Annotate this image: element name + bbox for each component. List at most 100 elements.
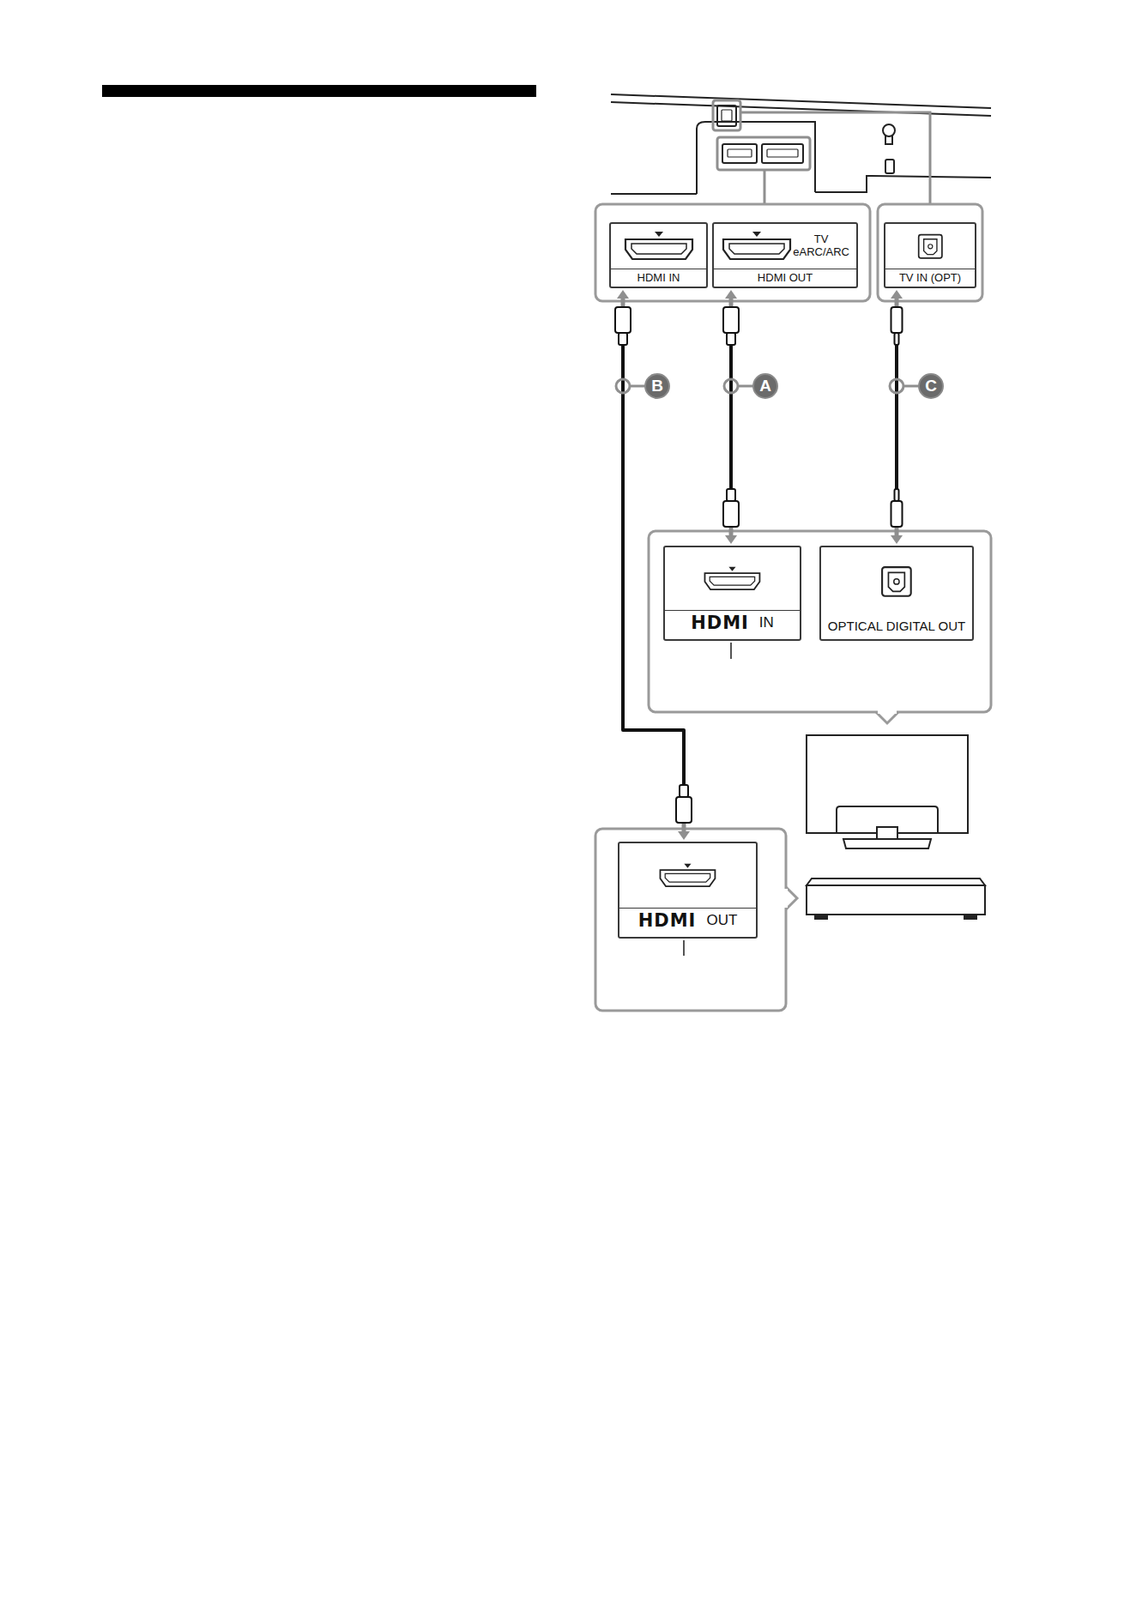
player-hdmi-out-port: HDMI OUT <box>617 841 758 939</box>
port-label: TV IN (OPT) <box>899 271 961 284</box>
cable-line <box>729 344 733 490</box>
hdmi-in-port: HDMI IN <box>609 222 708 289</box>
insert-arrow <box>621 297 626 308</box>
soundbar-highlight <box>713 100 931 205</box>
insert-arrow <box>894 297 900 308</box>
arrow-head <box>677 831 690 840</box>
plug-neck <box>894 489 900 502</box>
port-label: HDMI IN <box>637 271 681 284</box>
optical-in-port: TV IN (OPT) <box>883 222 977 289</box>
group-frames <box>595 204 991 1011</box>
plug-neck <box>726 489 736 502</box>
cable-letter: B <box>644 373 671 399</box>
port-label: IN <box>759 615 774 632</box>
cable-ring <box>889 379 904 393</box>
socket-area <box>664 547 800 611</box>
plug-head <box>723 307 739 333</box>
tv-hdmi-in-port: HDMI IN <box>663 545 802 641</box>
socket-area <box>885 223 975 269</box>
socket-inner <box>664 873 710 883</box>
socket-area <box>619 843 756 908</box>
plug-neck <box>894 332 900 345</box>
socket-outline <box>723 239 791 260</box>
group-frame <box>595 828 786 1011</box>
socket-mark <box>728 567 736 572</box>
socket-mark <box>683 864 691 869</box>
cable <box>889 290 919 544</box>
plug-head <box>615 307 631 333</box>
port-label: OPTICAL DIGITAL OUT <box>827 619 966 635</box>
label-row: HDMI OUT <box>713 268 857 287</box>
socket-outline <box>625 239 693 260</box>
port-caption: TV eARC/ARC <box>792 233 850 260</box>
optical-socket <box>880 565 913 599</box>
plug-head <box>891 307 903 333</box>
arrow-head <box>725 290 738 299</box>
hdmi-socket <box>622 230 695 262</box>
socket-inner <box>923 238 937 254</box>
socket-lens <box>894 579 900 585</box>
tv-drawing <box>806 735 968 849</box>
socket-outline <box>705 573 761 590</box>
socket-outline <box>918 234 942 258</box>
arrow-head <box>725 535 738 544</box>
plug-neck <box>679 785 689 798</box>
plug-neck <box>618 332 628 345</box>
callout-gap <box>877 710 897 714</box>
socket-area <box>821 547 973 617</box>
group-frame <box>877 204 983 302</box>
plug-head <box>891 501 903 527</box>
hdmi-out-port: TV eARC/ARC HDMI OUT <box>712 222 859 289</box>
tv-optical-out-port: OPTICAL DIGITAL OUT <box>819 545 974 641</box>
optical-socket <box>917 233 944 260</box>
socket-inner <box>729 243 785 254</box>
group-frame <box>648 531 991 713</box>
hdmi-socket <box>720 230 793 262</box>
heading-bar <box>102 84 537 97</box>
group-frame <box>595 204 871 302</box>
socket-outline <box>882 567 912 597</box>
hdmi-socket <box>702 566 762 593</box>
ring-link <box>903 385 919 388</box>
plug-head <box>676 797 692 823</box>
cable-letter: C <box>918 373 944 399</box>
callout-gap <box>784 888 788 908</box>
insert-arrow <box>682 822 687 833</box>
socket-area <box>610 223 707 269</box>
hdmi-logo: HDMI <box>690 613 750 634</box>
plug-neck <box>726 332 736 345</box>
socket-inner <box>631 243 687 254</box>
socket-area: TV eARC/ARC <box>713 223 857 269</box>
socket-mark <box>654 231 664 237</box>
cable-letter: A <box>752 373 779 399</box>
socket-inner <box>709 576 755 586</box>
socket-mark <box>752 231 762 237</box>
hdmi-logo: HDMI <box>638 911 697 931</box>
label-row: OPTICAL DIGITAL OUT <box>821 616 973 641</box>
ring-link <box>737 385 754 388</box>
port-label: OUT <box>706 912 738 930</box>
socket-lens <box>927 243 932 248</box>
port-label: HDMI OUT <box>757 271 813 284</box>
label-row: HDMI IN <box>664 610 800 640</box>
arrow-head <box>616 290 629 299</box>
soundbar-drawing <box>610 94 991 194</box>
insert-arrow <box>729 297 734 308</box>
insert-arrow <box>729 526 734 537</box>
label-row: HDMI OUT <box>619 907 756 937</box>
cable <box>723 290 754 544</box>
cable-ring <box>724 379 738 393</box>
ring-link <box>629 385 646 388</box>
hdmi-socket <box>658 863 718 889</box>
arrow-head <box>890 535 903 544</box>
cable-line <box>894 344 899 490</box>
cable-ring <box>616 379 630 393</box>
socket-outline <box>660 870 716 887</box>
label-row: TV IN (OPT) <box>885 268 975 287</box>
arrow-head <box>890 290 903 299</box>
label-row: HDMI IN <box>610 268 707 287</box>
socket-inner <box>888 573 906 593</box>
insert-arrow <box>894 526 900 537</box>
